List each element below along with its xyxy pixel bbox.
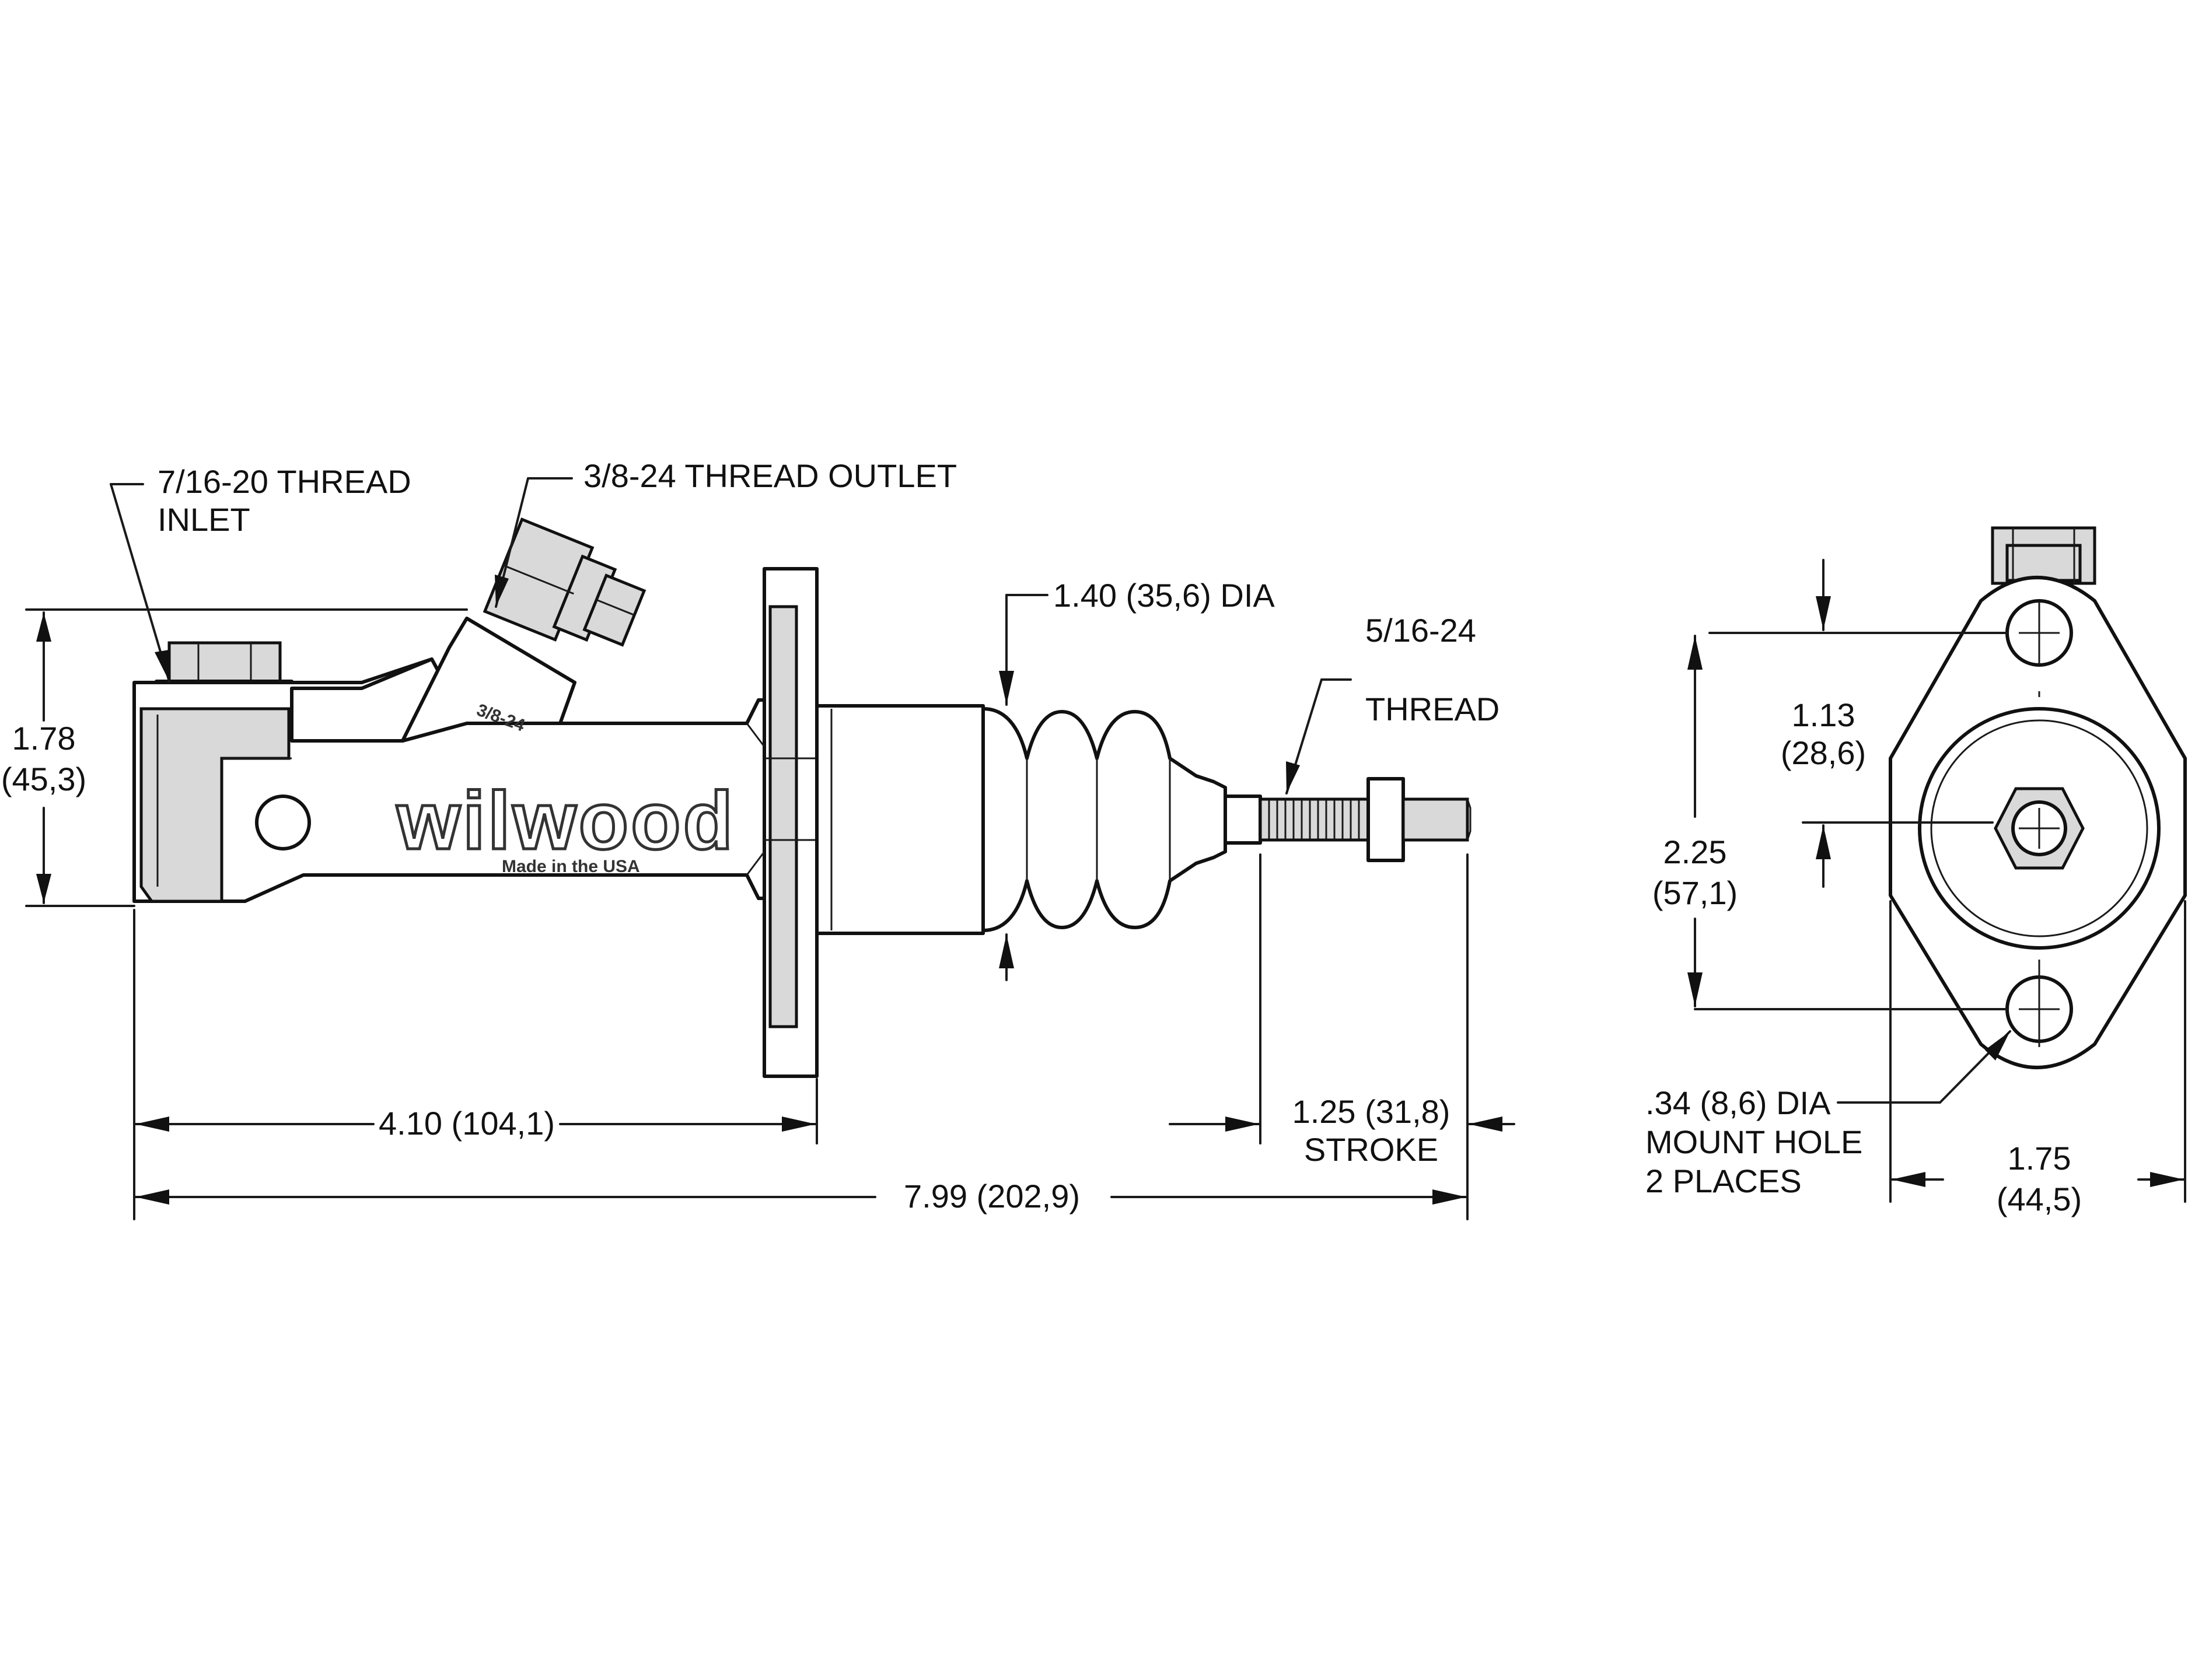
- height-dim-line1: 1.78: [12, 720, 76, 757]
- outlet-fitting: [483, 517, 646, 647]
- outlet-callout: 3/8-24 THREAD OUTLET: [583, 457, 957, 494]
- dimension-text: 7/16-20 THREAD INLET 3/8-24 THREAD OUTLE…: [1, 457, 2082, 1217]
- end-view-fitting: [1991, 526, 2096, 585]
- pushrod-thread-line1: 5/16-24: [1365, 612, 1476, 649]
- hole-spacing-dim-line1: 2.25: [1663, 834, 1727, 870]
- stroke-dim-line2: STROKE: [1304, 1131, 1438, 1168]
- made-in-usa-text: Made in the USA: [502, 857, 640, 876]
- end-view: [1889, 526, 2187, 1069]
- overall-length-dim: 7.99 (202,9): [904, 1178, 1080, 1214]
- boot-dia-callout: 1.40 (35,6) DIA: [1053, 577, 1275, 614]
- flange-width-dim-line2: (44,5): [1997, 1181, 2082, 1217]
- height-dim-line2: (45,3): [1, 761, 86, 797]
- inlet-callout-line2: INLET: [158, 501, 250, 538]
- rubber-boot: [981, 707, 1227, 932]
- flange-width-dim-line1: 1.75: [2008, 1140, 2071, 1177]
- bore-offset-dim-line1: 1.13: [1792, 696, 1855, 733]
- length-to-flange-dim: 4.10 (104,1): [379, 1105, 555, 1142]
- dimension-lines: [25, 477, 2186, 1220]
- mount-hole-callout-line2: MOUNT HOLE: [1645, 1124, 1862, 1160]
- pushrod: [1224, 777, 1472, 862]
- inlet-callout-line1: 7/16-20 THREAD: [158, 463, 411, 500]
- mount-hole-callout-line1: .34 (8,6) DIA: [1645, 1084, 1831, 1121]
- side-view: 3/8-24 wilwood Made in the USA: [132, 517, 1472, 1078]
- boot-housing: [815, 704, 985, 935]
- wilwood-logo: wilwood: [396, 775, 735, 866]
- pushrod-thread-line2: THREAD: [1365, 691, 1500, 727]
- mount-hole-callout-line3: 2 PLACES: [1645, 1163, 1802, 1199]
- bore-offset-dim-line2: (28,6): [1781, 734, 1866, 771]
- mounting-flange-side: [746, 567, 819, 1078]
- stroke-dim-line1: 1.25 (31,8): [1292, 1093, 1450, 1130]
- hole-spacing-dim-line2: (57,1): [1652, 874, 1738, 911]
